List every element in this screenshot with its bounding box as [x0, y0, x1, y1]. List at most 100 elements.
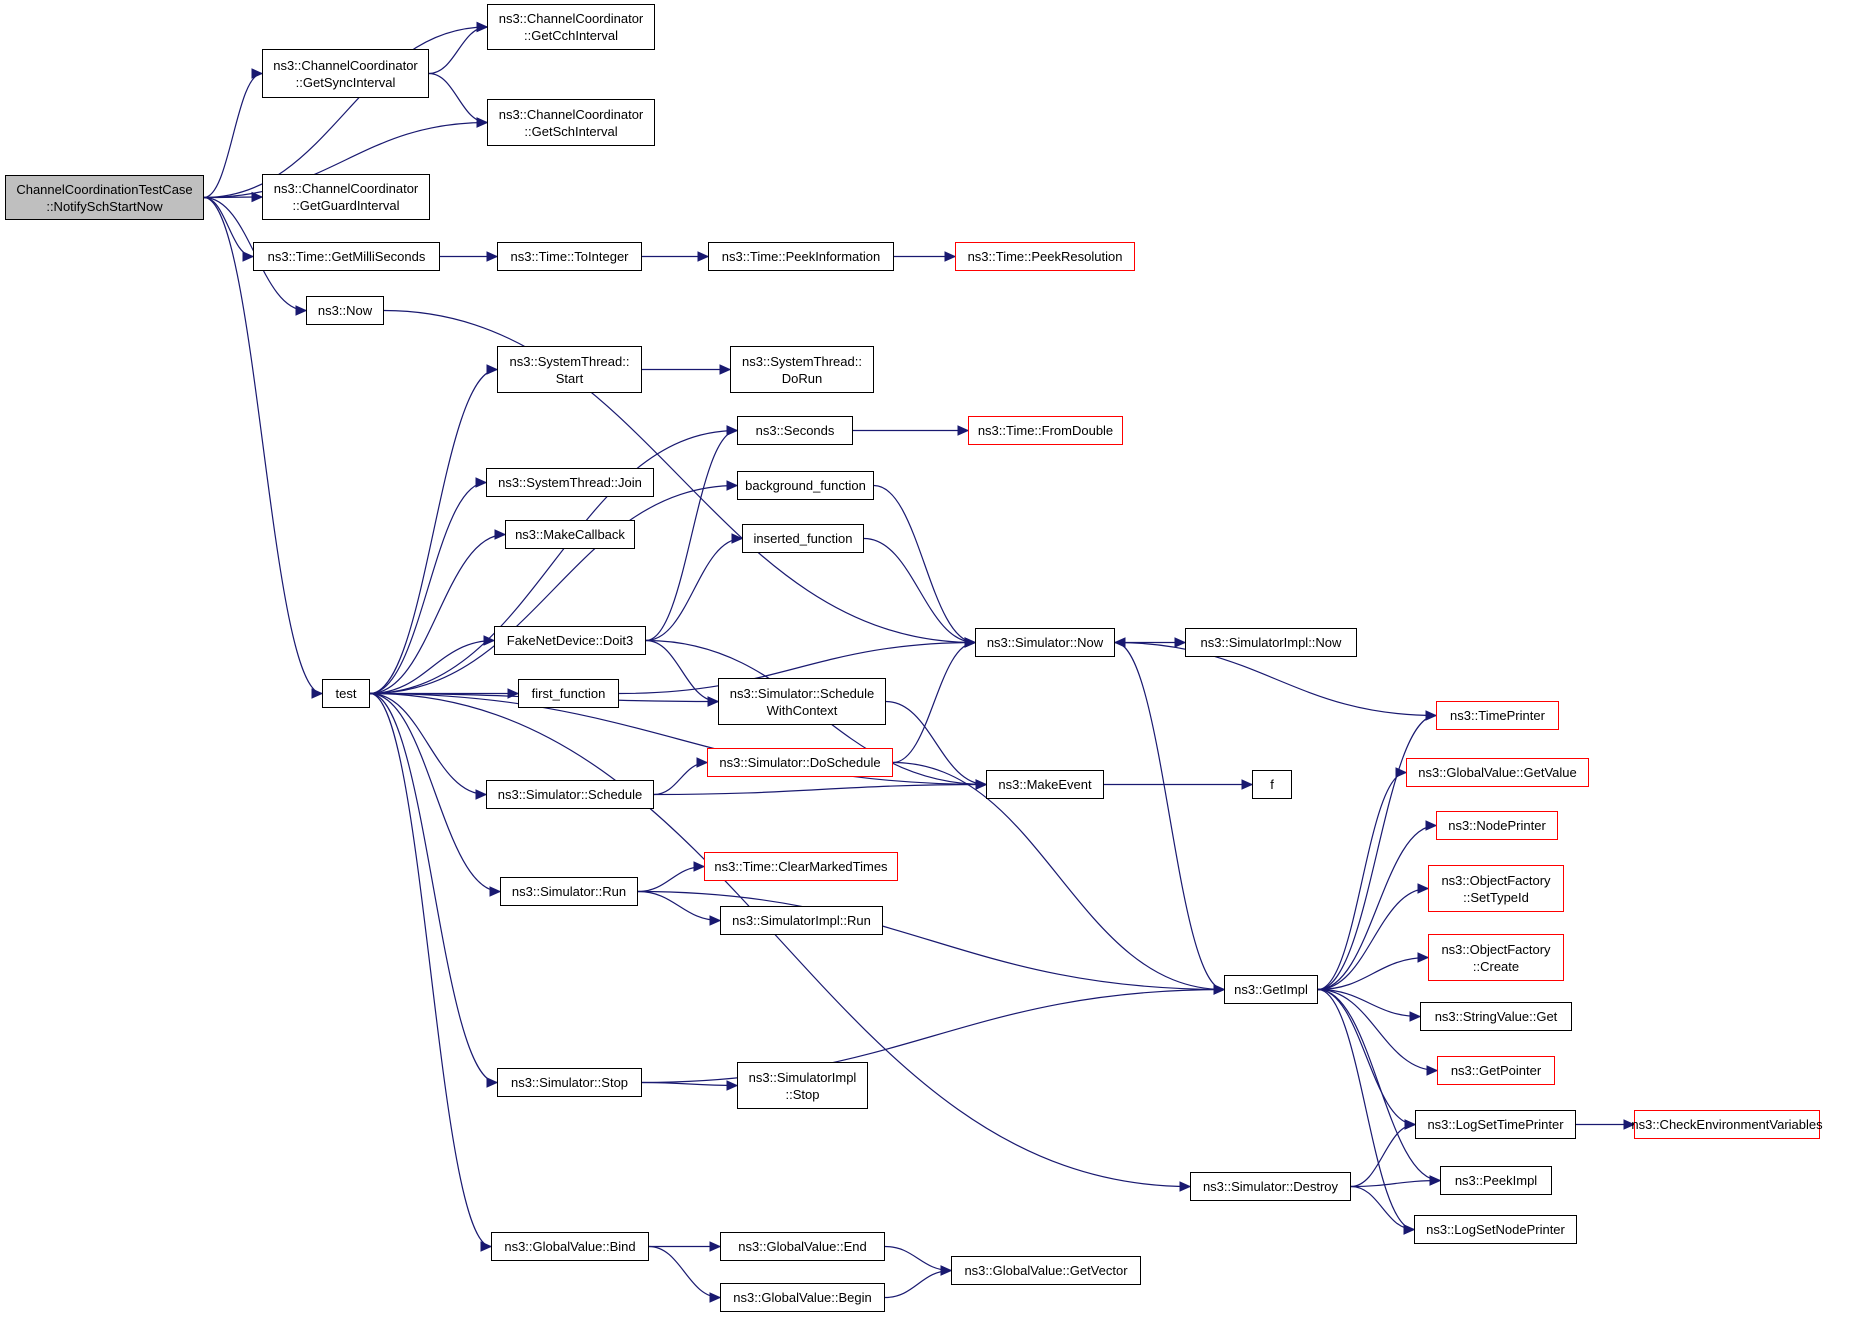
edge-getSync-to-getCch	[428, 26, 488, 75]
node-gvBegin[interactable]: ns3::GlobalValue::Begin	[720, 1283, 885, 1312]
edge-arrowhead	[1417, 952, 1430, 963]
node-gvBind[interactable]: ns3::GlobalValue::Bind	[491, 1232, 649, 1261]
edge-now-to-simNow	[383, 309, 976, 644]
node-simSchedule[interactable]: ns3::Simulator::Schedule	[486, 780, 654, 809]
node-simRun[interactable]: ns3::Simulator::Run	[500, 877, 638, 906]
node-bgFunc[interactable]: background_function	[737, 471, 874, 500]
node-strGet[interactable]: ns3::StringValue::Get	[1420, 1002, 1572, 1031]
node-sysDoRun[interactable]: ns3::SystemThread::DoRun	[730, 346, 874, 393]
edge-simDestroy-to-peekImpl	[1350, 1179, 1441, 1188]
edge-test-to-gvBind	[369, 692, 492, 1248]
node-peekImpl[interactable]: ns3::PeekImpl	[1440, 1166, 1552, 1195]
node-label: ns3::NodePrinter	[1448, 818, 1546, 833]
node-seconds[interactable]: ns3::Seconds	[737, 416, 853, 445]
node-label: ns3::ObjectFactory	[1441, 872, 1551, 888]
edge-doSchedule-to-simNow	[892, 641, 976, 764]
node-getPointer[interactable]: ns3::GetPointer	[1437, 1056, 1555, 1085]
edge-arrowhead	[483, 635, 496, 646]
node-label: ns3::SimulatorImpl::Now	[1200, 635, 1342, 650]
node-makeCallback[interactable]: ns3::MakeCallback	[505, 520, 635, 549]
edge-test-to-makeCallback	[369, 533, 506, 695]
node-gvEnd[interactable]: ns3::GlobalValue::End	[720, 1232, 885, 1261]
node-peekRes[interactable]: ns3::Time::PeekResolution	[955, 242, 1135, 271]
node-simNow[interactable]: ns3::Simulator::Now	[975, 628, 1115, 657]
node-implNow[interactable]: ns3::SimulatorImpl::Now	[1185, 628, 1357, 657]
edge-arrowhead	[1417, 883, 1430, 894]
node-implStop[interactable]: ns3::SimulatorImpl::Stop	[737, 1062, 868, 1109]
edge-simRun-to-getImpl	[637, 890, 1225, 991]
node-peekInfo[interactable]: ns3::Time::PeekInformation	[708, 242, 894, 271]
edge-arrowhead	[1429, 1175, 1442, 1186]
edge-simSchedule-to-doSchedule	[653, 761, 708, 796]
node-label: ns3::Now	[317, 303, 373, 318]
edge-gvBind-to-gvBegin	[648, 1245, 721, 1299]
edge-getImpl-to-peekImpl	[1317, 988, 1441, 1182]
edge-arrowhead	[251, 191, 264, 203]
node-gvGetVector[interactable]: ns3::GlobalValue::GetVector	[951, 1256, 1141, 1285]
edge-simRun-to-implRun	[637, 890, 721, 922]
edge-arrowhead	[475, 789, 488, 800]
node-label: ns3::Seconds	[755, 423, 835, 438]
edge-getImpl-to-getPointer	[1317, 988, 1438, 1072]
node-ofCreate[interactable]: ns3::ObjectFactory::Create	[1428, 934, 1564, 981]
node-getSync[interactable]: ns3::ChannelCoordinator::GetSyncInterval	[262, 49, 429, 98]
node-label: ns3::LogSetTimePrinter	[1427, 1117, 1564, 1132]
edge-arrowhead	[696, 757, 709, 768]
node-getSch[interactable]: ns3::ChannelCoordinator::GetSchInterval	[487, 99, 655, 146]
node-nodePrinter[interactable]: ns3::NodePrinter	[1436, 811, 1558, 840]
node-getMilli[interactable]: ns3::Time::GetMilliSeconds	[253, 242, 440, 271]
node-implRun[interactable]: ns3::SimulatorImpl::Run	[720, 906, 883, 935]
node-simDestroy[interactable]: ns3::Simulator::Destroy	[1190, 1172, 1351, 1201]
node-logSetTime[interactable]: ns3::LogSetTimePrinter	[1415, 1110, 1576, 1139]
node-test[interactable]: test	[322, 679, 370, 708]
edge-arrowhead	[251, 68, 264, 79]
node-sysJoin[interactable]: ns3::SystemThread::Join	[486, 468, 654, 497]
edge-doSchedule-to-getImpl	[892, 761, 1225, 991]
node-logSetNode[interactable]: ns3::LogSetNodePrinter	[1414, 1215, 1577, 1244]
node-firstFunc[interactable]: first_function	[518, 679, 619, 708]
node-getImpl[interactable]: ns3::GetImpl	[1224, 975, 1318, 1004]
edge-getSync-to-getSch	[428, 72, 488, 124]
node-label: ::Stop	[785, 1086, 820, 1102]
edge-arrowhead	[1241, 779, 1254, 790]
node-toInteger[interactable]: ns3::Time::ToInteger	[497, 242, 642, 271]
node-gvGetValue[interactable]: ns3::GlobalValue::GetValue	[1406, 758, 1589, 787]
edge-arrowhead	[489, 886, 502, 897]
node-label: ::Create	[1472, 958, 1520, 974]
node-fakeDoit[interactable]: FakeNetDevice::Doit3	[494, 626, 646, 655]
node-fromDouble[interactable]: ns3::Time::FromDouble	[968, 416, 1123, 445]
edge-arrowhead	[726, 1080, 739, 1091]
node-f[interactable]: f	[1252, 770, 1292, 799]
edge-arrowhead	[242, 251, 255, 262]
node-now[interactable]: ns3::Now	[306, 296, 384, 325]
node-label: ns3::GetImpl	[1234, 982, 1308, 997]
node-label: f	[1270, 777, 1274, 792]
node-timePrinter[interactable]: ns3::TimePrinter	[1436, 701, 1559, 730]
node-label: Start	[555, 370, 584, 386]
edge-root-to-getSch	[203, 121, 488, 199]
node-label: ::GetSyncInterval	[295, 74, 396, 90]
edge-arrowhead	[480, 1241, 493, 1252]
node-ofSetTypeId[interactable]: ns3::ObjectFactory::SetTypeId	[1428, 865, 1564, 912]
node-getCch[interactable]: ns3::ChannelCoordinator::GetCchInterval	[487, 4, 655, 50]
node-label: ns3::GlobalValue::GetVector	[964, 1263, 1128, 1278]
edge-arrowhead	[1403, 1224, 1416, 1235]
node-sysStart[interactable]: ns3::SystemThread::Start	[497, 346, 642, 393]
node-checkEnv[interactable]: ns3::CheckEnvironmentVariables	[1631, 1110, 1823, 1139]
node-simStop[interactable]: ns3::Simulator::Stop	[497, 1068, 642, 1097]
edge-firstFunc-to-simNow	[618, 641, 976, 695]
node-getGuard[interactable]: ns3::ChannelCoordinator::GetGuardInterva…	[262, 174, 430, 220]
edge-arrowhead	[957, 425, 970, 436]
edge-test-to-fakeDoit	[369, 639, 495, 695]
node-insFunc[interactable]: inserted_function	[742, 524, 864, 553]
node-label: ::GetGuardInterval	[292, 198, 400, 213]
node-makeEvent[interactable]: ns3::MakeEvent	[986, 770, 1104, 799]
node-label: ::SetTypeId	[1463, 889, 1529, 905]
node-doSchedule[interactable]: ns3::Simulator::DoSchedule	[707, 748, 893, 777]
node-root: ChannelCoordinationTestCase::NotifySchSt…	[5, 175, 204, 220]
edge-getImpl-to-strGet	[1317, 988, 1421, 1018]
node-label: ns3::GlobalValue::GetValue	[1418, 765, 1577, 780]
node-clearMarked[interactable]: ns3::Time::ClearMarkedTimes	[704, 852, 898, 881]
node-label: first_function	[531, 686, 606, 701]
